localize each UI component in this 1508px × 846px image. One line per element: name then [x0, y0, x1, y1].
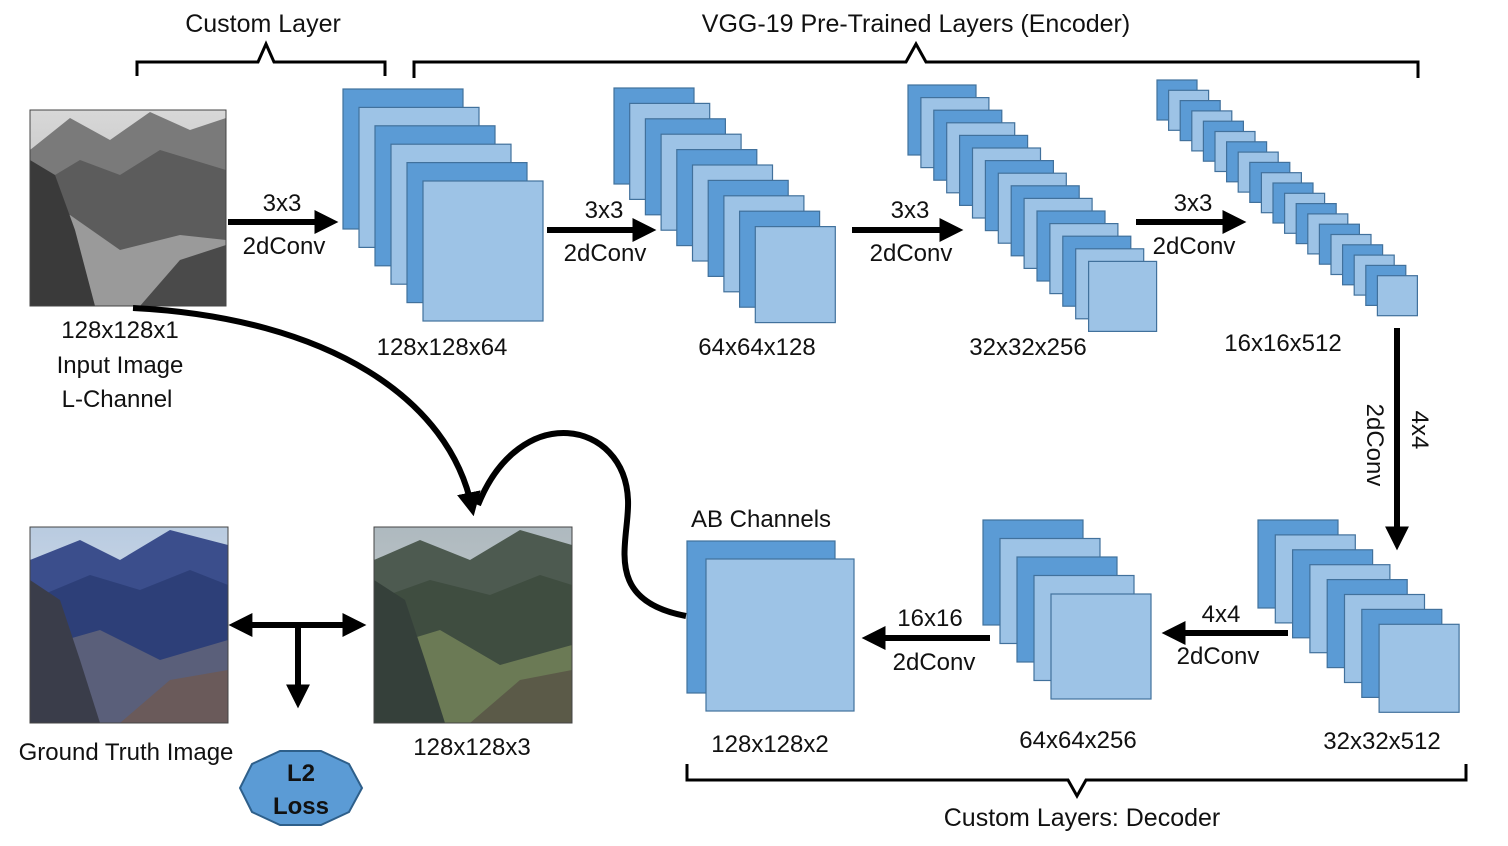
encoder-arrow-4-op: 2dConv — [1153, 233, 1236, 260]
skip-connection-curve — [132, 305, 481, 517]
encoder-label: VGG-19 Pre-Trained Layers (Encoder) — [702, 10, 1130, 38]
down-arrow-kernel: 4x4 — [1406, 411, 1433, 450]
input-size-label: 128x128x1 — [61, 317, 178, 344]
encoder-block-2-map — [754, 226, 836, 324]
decoder-block-1-map — [1378, 623, 1460, 713]
ab-channels-title: AB Channels — [691, 506, 831, 533]
decoder-arrow-1-op: 2dConv — [1177, 643, 1260, 670]
output-image — [373, 526, 573, 724]
encoder-block-2 — [613, 87, 836, 324]
decoder-label: Custom Layers: Decoder — [944, 804, 1221, 832]
custom-layer-bracket: Custom Layer — [135, 10, 387, 76]
decoder-arrow-2: 16x16 2dConv — [861, 605, 990, 676]
encoder-block-3-map — [1087, 260, 1158, 332]
encoder-block-1 — [342, 88, 544, 322]
loss-connector — [228, 613, 367, 709]
encoder-block-1-map — [422, 180, 544, 322]
l2-loss-node: L2 Loss — [238, 750, 364, 826]
decoder-block-2-map — [1050, 593, 1152, 700]
encoder-arrow-3-kernel: 3x3 — [891, 197, 930, 224]
encoder-arrow-2-kernel: 3x3 — [585, 197, 624, 224]
encoder-block-2-size: 64x64x128 — [698, 334, 815, 361]
custom-layer-label: Custom Layer — [185, 10, 341, 38]
encoder-arrow-4-kernel: 3x3 — [1174, 190, 1213, 217]
encoder-arrow-2: 3x3 2dConv — [547, 197, 657, 267]
encoder-block-4 — [1156, 79, 1419, 317]
ground-truth-image — [29, 526, 229, 724]
encoder-arrow-1-kernel: 3x3 — [263, 190, 302, 217]
encoder-arrow-1-op: 2dConv — [243, 233, 326, 260]
encoder-block-3-size: 32x32x256 — [969, 334, 1086, 361]
decoder-block-3-size: 128x128x2 — [711, 731, 828, 758]
encoder-block-1-size: 128x128x64 — [377, 334, 508, 361]
decoder-bracket: Custom Layers: Decoder — [685, 764, 1468, 832]
encoder-arrow-3: 3x3 2dConv — [852, 197, 964, 267]
encoder-block-4-size: 16x16x512 — [1224, 330, 1341, 357]
encoder-arrow-3-op: 2dConv — [870, 240, 953, 267]
encoder-arrow-1: 3x3 2dConv — [228, 190, 339, 260]
decoder-block-1 — [1257, 519, 1460, 713]
ground-truth-label: Ground Truth Image — [19, 739, 234, 766]
decoder-arrow-1-kernel: 4x4 — [1202, 601, 1241, 628]
loss-line2: Loss — [273, 793, 329, 820]
ab-channel-curve — [475, 430, 687, 619]
decoder-block-3 — [686, 540, 855, 712]
decoder-arrow-2-kernel: 16x16 — [897, 605, 962, 632]
input-channel-label: L-Channel — [62, 386, 173, 413]
decoder-arrow-2-op: 2dConv — [893, 649, 976, 676]
decoder-block-2 — [982, 519, 1152, 700]
encoder-bracket: VGG-19 Pre-Trained Layers (Encoder) — [412, 10, 1420, 78]
encoder-block-4-map — [1376, 275, 1419, 317]
decoder-arrow-1: 4x4 2dConv — [1161, 601, 1288, 670]
input-name-label: Input Image — [57, 352, 184, 379]
encoder-arrow-4: 3x3 2dConv — [1136, 190, 1247, 260]
input-image — [29, 109, 227, 307]
output-size-label: 128x128x3 — [413, 734, 530, 761]
feature-maps — [342, 79, 1460, 713]
encoder-arrow-2-op: 2dConv — [564, 240, 647, 267]
down-arrow-op: 2dConv — [1361, 404, 1388, 487]
down-arrow: 4x4 2dConv — [1361, 328, 1433, 551]
decoder-block-3-map — [705, 558, 855, 712]
decoder-block-1-size: 32x32x512 — [1323, 728, 1440, 755]
loss-line1: L2 — [287, 760, 315, 787]
decoder-block-2-size: 64x64x256 — [1019, 727, 1136, 754]
encoder-block-3 — [907, 84, 1158, 332]
